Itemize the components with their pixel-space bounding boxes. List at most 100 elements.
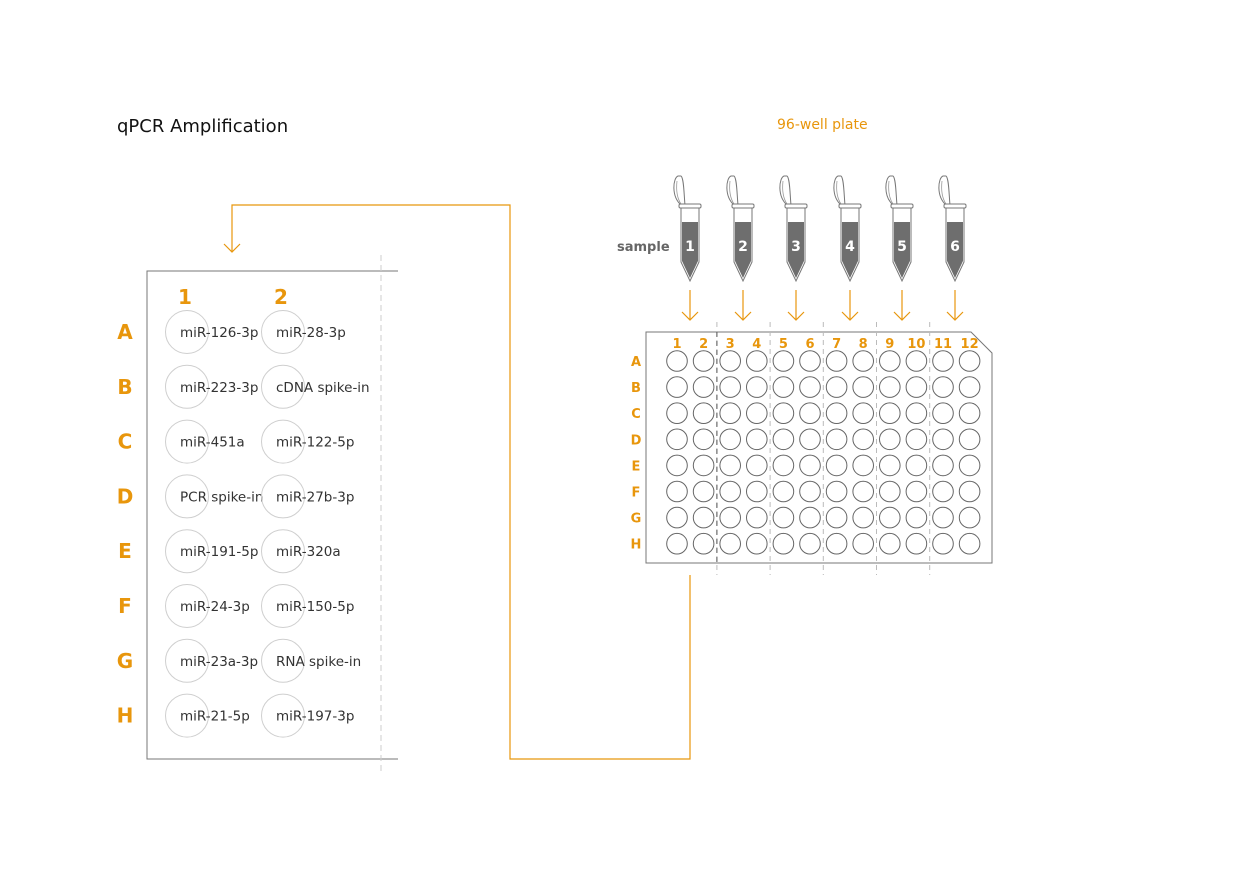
plate-row-label: G	[631, 512, 642, 527]
plate-well	[800, 507, 821, 528]
sample-tube: 3	[780, 176, 807, 281]
plate-well	[906, 455, 927, 476]
plate-well	[959, 351, 980, 372]
plate-well	[800, 351, 821, 372]
plate-well	[747, 481, 768, 502]
plate-well	[667, 507, 688, 528]
zoom-well-label: miR-223-3p	[180, 380, 258, 396]
plate-well	[773, 351, 794, 372]
plate-well	[720, 377, 741, 398]
zoom-row-label: H	[117, 704, 134, 728]
plate-column-label: 12	[961, 337, 979, 352]
plate-well	[747, 377, 768, 398]
plate-column-label: 8	[859, 337, 868, 352]
plate-well	[720, 455, 741, 476]
plate-row-label: D	[631, 433, 642, 448]
plate-well	[880, 377, 901, 398]
sample-tube: 1	[674, 176, 701, 281]
plate-well	[853, 403, 874, 424]
plate-well	[880, 429, 901, 450]
plate-well	[826, 507, 847, 528]
plate-column-label: 4	[752, 337, 761, 352]
tube-number: 6	[950, 239, 960, 255]
plate-well	[667, 377, 688, 398]
zoom-well-label: miR-27b-3p	[276, 489, 354, 505]
tube-number: 4	[845, 239, 855, 255]
plate-well	[693, 429, 714, 450]
plate-well	[880, 403, 901, 424]
tube-rim	[839, 204, 861, 208]
plate-well	[693, 351, 714, 372]
plate-column-label: 6	[805, 337, 814, 352]
zoom-well-label: miR-150-5p	[276, 599, 354, 615]
zoom-well-label: PCR spike-in	[180, 489, 263, 505]
tube-number: 3	[791, 239, 801, 255]
plate-well	[853, 533, 874, 554]
plate-well	[853, 377, 874, 398]
zoom-well-label: miR-21-5p	[180, 709, 250, 725]
zoom-well-label: miR-28-3p	[276, 325, 346, 341]
zoom-well-label: miR-126-3p	[180, 325, 258, 341]
zoom-well-label: miR-197-3p	[276, 709, 354, 725]
plate-column-label: 7	[832, 337, 841, 352]
plate-row-label: E	[632, 459, 641, 474]
plate-well	[933, 481, 954, 502]
sample-tube: 5	[886, 176, 913, 281]
plate-well	[853, 351, 874, 372]
plate-row-label: A	[631, 355, 641, 370]
plate-well	[826, 533, 847, 554]
plate-well	[826, 481, 847, 502]
plate-well	[880, 507, 901, 528]
plate-well	[773, 377, 794, 398]
plate-well	[959, 455, 980, 476]
plate-well	[906, 507, 927, 528]
plate-well	[773, 481, 794, 502]
sample-tube: 4	[834, 176, 861, 281]
sample-tube: 2	[727, 176, 754, 281]
zoom-row-label: F	[118, 594, 132, 618]
plate-well	[720, 403, 741, 424]
plate-well	[720, 507, 741, 528]
plate-well	[933, 377, 954, 398]
plate-well	[933, 429, 954, 450]
plate-well	[693, 481, 714, 502]
plate-well	[667, 403, 688, 424]
tube-rim	[891, 204, 913, 208]
plate-well	[747, 533, 768, 554]
plate-well	[693, 507, 714, 528]
zoom-well-label: miR-24-3p	[180, 599, 250, 615]
plate-well	[800, 403, 821, 424]
zoom-well-label: RNA spike-in	[276, 654, 361, 670]
plate-well	[933, 455, 954, 476]
plate-row-label: H	[631, 538, 642, 553]
connector-line	[232, 205, 690, 759]
plate-column-label: 2	[699, 337, 708, 352]
plate-column-label: 5	[779, 337, 788, 352]
plate-well	[959, 481, 980, 502]
plate-well	[747, 507, 768, 528]
plate-well	[933, 403, 954, 424]
plate-well	[826, 377, 847, 398]
plate-well	[959, 377, 980, 398]
zoom-row-label: A	[117, 320, 133, 344]
plate-row-label: B	[631, 381, 641, 396]
plate-well	[693, 377, 714, 398]
zoom-row-label: E	[118, 539, 132, 563]
plate-well	[747, 429, 768, 450]
plate-well	[959, 403, 980, 424]
plate-well	[800, 377, 821, 398]
plate-well	[826, 429, 847, 450]
plate-well	[933, 507, 954, 528]
tube-rim	[944, 204, 966, 208]
plate-well	[747, 351, 768, 372]
tube-number: 2	[738, 239, 748, 255]
plate-well	[826, 455, 847, 476]
plate-well	[826, 403, 847, 424]
zoom-well-label: miR-451a	[180, 435, 245, 451]
zoom-row-label: C	[118, 430, 133, 454]
zoom-row-label: B	[117, 375, 132, 399]
plate-well	[880, 481, 901, 502]
zoom-well-label: miR-122-5p	[276, 435, 354, 451]
tube-number: 5	[897, 239, 907, 255]
